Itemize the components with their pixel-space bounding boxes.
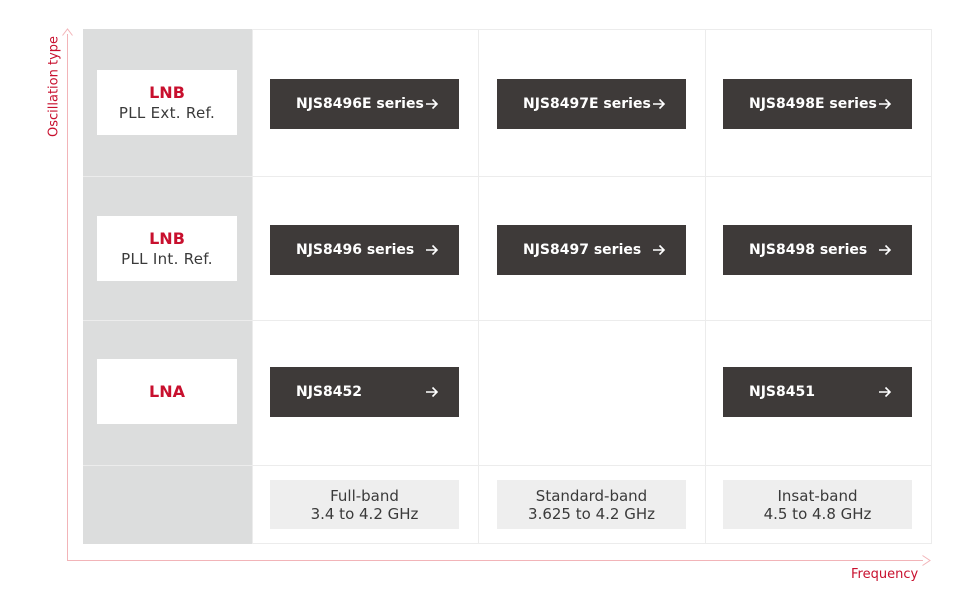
row-header-type: LNB xyxy=(149,82,185,102)
right-arrow-icon xyxy=(426,244,439,256)
band-name: Full-band xyxy=(330,486,399,505)
x-axis-arrow-icon xyxy=(922,555,931,566)
row-header-subtype: PLL Int. Ref. xyxy=(121,249,213,268)
product-button-njs8498e[interactable]: NJS8498E series xyxy=(723,79,912,129)
grid-divider xyxy=(83,465,932,466)
grid-divider xyxy=(83,176,932,177)
y-axis-arrow-icon xyxy=(62,28,73,36)
band-range: 4.5 to 4.8 GHz xyxy=(763,504,872,523)
band-name: Insat-band xyxy=(777,486,858,505)
product-label: NJS8496E series xyxy=(296,96,424,112)
band-name: Standard-band xyxy=(535,486,648,505)
product-label: NJS8496 series xyxy=(296,242,415,258)
row-header-type: LNA xyxy=(149,381,185,401)
product-label: NJS8497E series xyxy=(523,96,651,112)
right-arrow-icon xyxy=(426,386,439,398)
grid-divider xyxy=(83,320,932,321)
y-axis-line xyxy=(67,34,68,561)
grid-divider xyxy=(478,29,479,544)
product-button-njs8496[interactable]: NJS8496 series xyxy=(270,225,459,275)
right-arrow-icon xyxy=(653,244,666,256)
product-button-njs8451[interactable]: NJS8451 xyxy=(723,367,912,417)
product-label: NJS8498 series xyxy=(749,242,868,258)
product-label: NJS8452 xyxy=(296,384,362,400)
product-label: NJS8451 xyxy=(749,384,815,400)
product-button-njs8452[interactable]: NJS8452 xyxy=(270,367,459,417)
product-button-njs8497e[interactable]: NJS8497E series xyxy=(497,79,686,129)
row-header-type: LNB xyxy=(149,228,185,248)
row-header-lnb-int-ref: LNB PLL Int. Ref. xyxy=(97,216,237,281)
row-header-lna: LNA xyxy=(97,359,237,424)
grid-divider xyxy=(705,29,706,544)
product-button-njs8497[interactable]: NJS8497 series xyxy=(497,225,686,275)
right-arrow-icon xyxy=(426,98,439,110)
row-header-lnb-ext-ref: LNB PLL Ext. Ref. xyxy=(97,70,237,135)
right-arrow-icon xyxy=(879,98,892,110)
product-button-njs8496e[interactable]: NJS8496E series xyxy=(270,79,459,129)
x-axis-label: Frequency xyxy=(851,567,919,582)
product-label: NJS8497 series xyxy=(523,242,642,258)
y-axis-label: Oscillation type xyxy=(46,35,62,138)
band-full: Full-band 3.4 to 4.2 GHz xyxy=(270,480,459,529)
right-arrow-icon xyxy=(879,244,892,256)
right-arrow-icon xyxy=(879,386,892,398)
product-label: NJS8498E series xyxy=(749,96,877,112)
right-arrow-icon xyxy=(653,98,666,110)
grid-divider xyxy=(252,29,253,544)
x-axis-line xyxy=(67,560,923,561)
band-insat: Insat-band 4.5 to 4.8 GHz xyxy=(723,480,912,529)
band-range: 3.4 to 4.2 GHz xyxy=(310,504,419,523)
product-button-njs8498[interactable]: NJS8498 series xyxy=(723,225,912,275)
row-header-subtype: PLL Ext. Ref. xyxy=(118,103,216,122)
band-range: 3.625 to 4.2 GHz xyxy=(528,504,655,523)
band-standard: Standard-band 3.625 to 4.2 GHz xyxy=(497,480,686,529)
